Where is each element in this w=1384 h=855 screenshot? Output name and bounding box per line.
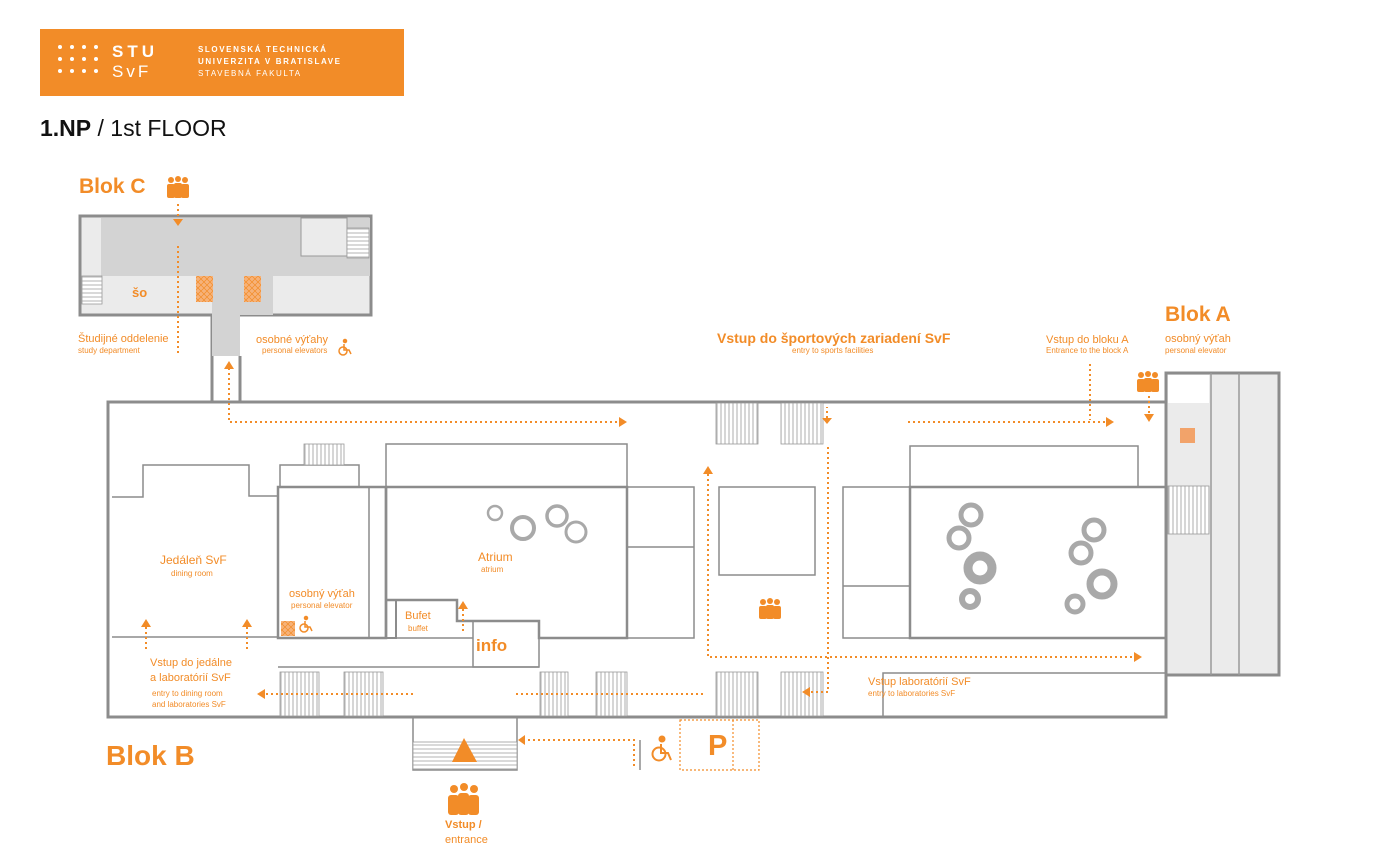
block-b-right-circles — [946, 502, 1118, 615]
labs-entry-sk: Vstup laboratórií SvF — [868, 676, 971, 688]
elevator-icon — [281, 621, 295, 636]
stu-svf-logo: STU SvF SLOVENSKÁ TECHNICKÁ UNIVERZITA V… — [40, 29, 404, 96]
block-c-building — [78, 214, 373, 402]
logo-line-3: STAVEBNÁ FAKULTA — [198, 69, 302, 78]
elevator-a-en: personal elevator — [1165, 346, 1227, 355]
staircases — [279, 402, 824, 717]
info-desk: info — [476, 636, 508, 655]
labs-entry-en: entry to laboratories SvF — [868, 689, 956, 698]
atrium-en: atrium — [481, 565, 504, 574]
block-a-entry-sk: Vstup do bloku A — [1046, 334, 1129, 346]
elevator-b-en: personal elevator — [291, 601, 353, 610]
elevators-c-en: personal elevators — [262, 346, 328, 355]
dining-entry-en-1: entry to dining room — [152, 689, 223, 698]
route-arrows — [145, 204, 1150, 766]
dining-room-en: dining room — [171, 569, 213, 578]
floor-title: 1.NP / 1st FLOOR — [40, 114, 227, 142]
logo-stu: STU — [112, 42, 158, 61]
elevators-c-sk: osobné výťahy — [256, 334, 329, 346]
block-a-entry-en: Entrance to the block A — [1046, 346, 1129, 355]
room-so: šo — [132, 285, 148, 300]
elevator-icon — [196, 276, 213, 302]
elevator-a-sk: osobný výťah — [1165, 333, 1231, 345]
elevator-b-sk: osobný výťah — [289, 588, 355, 600]
people-group-icon — [1137, 371, 1159, 392]
entrance-en: entrance — [445, 834, 488, 846]
people-group-icon — [448, 783, 479, 815]
dining-entry-en-2: and laboratories SvF — [152, 700, 226, 709]
logo-dots — [58, 45, 106, 81]
floor-name: / 1st FLOOR — [91, 115, 227, 141]
study-dept-en: study department — [78, 346, 140, 355]
wheelchair-icon — [651, 735, 672, 762]
logo-line-2: UNIVERZITA V BRATISLAVE — [198, 57, 342, 66]
wheelchair-icon — [299, 615, 313, 633]
elevator-icon — [244, 276, 261, 302]
study-dept-sk: Študijné oddelenie — [78, 333, 169, 345]
people-group-icon — [167, 176, 189, 198]
atrium-sk: Atrium — [478, 550, 513, 564]
parking-area — [679, 719, 760, 771]
route-arrowheads — [141, 219, 1154, 762]
buffet-sk: Bufet — [405, 610, 431, 622]
dining-entry-sk-2: a laboratórií SvF — [150, 672, 231, 684]
logo-line-1: SLOVENSKÁ TECHNICKÁ — [198, 45, 328, 54]
parking-icon: P — [708, 730, 728, 762]
block-b-label: Blok B — [106, 740, 195, 771]
dining-entry-sk-1: Vstup do jedálne — [150, 657, 232, 669]
dining-room-sk: Jedáleň SvF — [160, 553, 227, 567]
logo-svf: SvF — [112, 62, 152, 81]
buffet-en: buffet — [408, 624, 428, 633]
elevator-icon — [1180, 428, 1195, 443]
atrium-circles — [486, 504, 588, 544]
wheelchair-icon — [338, 338, 352, 356]
floor-code: 1.NP — [40, 115, 92, 141]
people-group-icon — [759, 598, 781, 619]
block-b-building — [106, 400, 1168, 771]
sports-entry-sk: Vstup do športových zariadení SvF — [717, 330, 951, 346]
block-a-building — [1164, 371, 1281, 677]
block-c-label: Blok C — [79, 175, 146, 198]
sports-entry-en: entry to sports facilities — [792, 346, 874, 355]
entrance-sk: Vstup / — [445, 819, 482, 831]
block-a-label: Blok A — [1165, 303, 1231, 326]
